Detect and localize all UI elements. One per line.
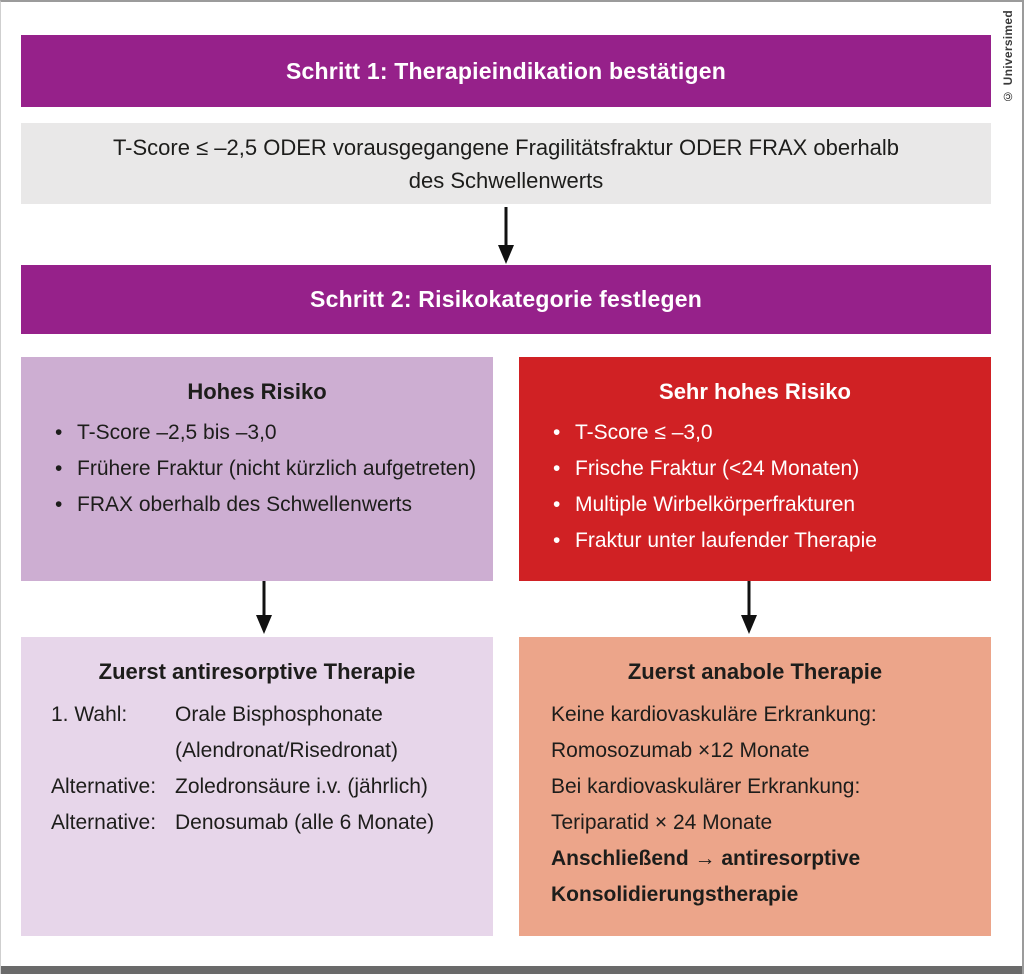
step2-banner: Schritt 2: Risikokategorie festlegen bbox=[21, 265, 991, 334]
indication-box: T-Score ≤ –2,5 ODER vorausgegangene Frag… bbox=[21, 123, 991, 204]
bottom-border-bar bbox=[1, 966, 1022, 974]
therapy-line: Romosozumab ×12 Monate bbox=[551, 739, 810, 762]
therapy-line: Bei kardiovaskulärer Erkrankung: bbox=[551, 775, 861, 798]
arrow-row-split bbox=[21, 581, 991, 637]
indication-text: T-Score ≤ –2,5 ODER vorausgegangene Frag… bbox=[112, 134, 900, 193]
high-risk-box: Hohes Risiko T-Score –2,5 bis –3,0 Frühe… bbox=[21, 357, 493, 581]
copyright-credit: © Universimed bbox=[1001, 10, 1015, 104]
therapy-row: (Alendronat/Risedronat) bbox=[51, 733, 483, 769]
very-high-risk-bullet: Frische Fraktur (<24 Monaten) bbox=[549, 451, 977, 487]
therapy-columns: Zuerst antiresorptive Therapie 1. Wahl: … bbox=[21, 637, 991, 936]
right-arrow-cell bbox=[506, 581, 991, 637]
antiresorptive-therapy-rows: 1. Wahl: Orale Bisphosphonate (Alendrona… bbox=[21, 697, 493, 841]
therapy-row: 1. Wahl: Orale Bisphosphonate bbox=[51, 697, 483, 733]
high-risk-bullet: Frühere Fraktur (nicht kürzlich aufgetre… bbox=[51, 451, 479, 487]
arrow-row-top bbox=[21, 204, 991, 265]
down-arrow-icon bbox=[255, 581, 272, 634]
anabolic-therapy-box: Zuerst anabole Therapie Keine kardiovask… bbox=[519, 637, 991, 936]
very-high-risk-bullet: Multiple Wirbelkörperfrakturen bbox=[549, 487, 977, 523]
therapy-row-value: (Alendronat/Risedronat) bbox=[175, 739, 398, 762]
step1-banner-label: Schritt 1: Therapieindikation bestätigen bbox=[286, 57, 726, 84]
step2-banner-label: Schritt 2: Risikokategorie festlegen bbox=[310, 286, 702, 312]
down-arrow-icon bbox=[498, 207, 514, 264]
flowchart: Schritt 1: Therapieindikation bestätigen… bbox=[21, 35, 991, 936]
very-high-risk-bullet-list: T-Score ≤ –3,0 Frische Fraktur (<24 Mona… bbox=[519, 415, 991, 559]
therapy-row-value: Zoledronsäure i.v. (jährlich) bbox=[175, 775, 428, 798]
anabolic-therapy-title: Zuerst anabole Therapie bbox=[627, 659, 883, 684]
therapy-line: Keine kardiovaskuläre Erkrankung: bbox=[551, 703, 877, 726]
anabolic-therapy-lines: Keine kardiovaskuläre Erkrankung: Romoso… bbox=[519, 697, 991, 913]
down-arrow-icon bbox=[740, 581, 757, 634]
therapy-row: Alternative: Zoledronsäure i.v. (jährlic… bbox=[51, 769, 483, 805]
very-high-risk-bullet: T-Score ≤ –3,0 bbox=[549, 415, 977, 451]
therapy-row-value: Denosumab (alle 6 Monate) bbox=[175, 811, 435, 834]
high-risk-bullet-list: T-Score –2,5 bis –3,0 Frühere Fraktur (n… bbox=[21, 415, 493, 523]
high-risk-bullet: FRAX oberhalb des Schwellenwerts bbox=[51, 487, 479, 523]
therapy-line-bold: Anschließend → antiresorptive bbox=[551, 847, 861, 870]
therapy-line-bold: Konsolidierungstherapie bbox=[551, 883, 799, 906]
very-high-risk-bullet: Fraktur unter laufender Therapie bbox=[549, 523, 977, 559]
left-arrow-cell bbox=[21, 581, 506, 637]
therapy-row: Alternative: Denosumab (alle 6 Monate) bbox=[51, 805, 483, 841]
therapy-row-value: Orale Bisphosphonate bbox=[175, 703, 383, 726]
therapy-row-label: 1. Wahl: bbox=[51, 703, 128, 726]
step1-banner: Schritt 1: Therapieindikation bestätigen bbox=[21, 35, 991, 107]
risk-columns: Hohes Risiko T-Score –2,5 bis –3,0 Frühe… bbox=[21, 357, 991, 581]
therapy-row-label bbox=[51, 733, 175, 769]
therapy-line: Teriparatid × 24 Monate bbox=[551, 811, 773, 834]
therapy-row-label: Alternative: bbox=[51, 811, 157, 834]
high-risk-title: Hohes Risiko bbox=[187, 379, 327, 404]
very-high-risk-box: Sehr hohes Risiko T-Score ≤ –3,0 Frische… bbox=[519, 357, 991, 581]
antiresorptive-therapy-box: Zuerst antiresorptive Therapie 1. Wahl: … bbox=[21, 637, 493, 936]
very-high-risk-title: Sehr hohes Risiko bbox=[659, 379, 851, 404]
therapy-row-label: Alternative: bbox=[51, 775, 157, 798]
antiresorptive-therapy-title: Zuerst antiresorptive Therapie bbox=[98, 659, 416, 684]
high-risk-bullet: T-Score –2,5 bis –3,0 bbox=[51, 415, 479, 451]
